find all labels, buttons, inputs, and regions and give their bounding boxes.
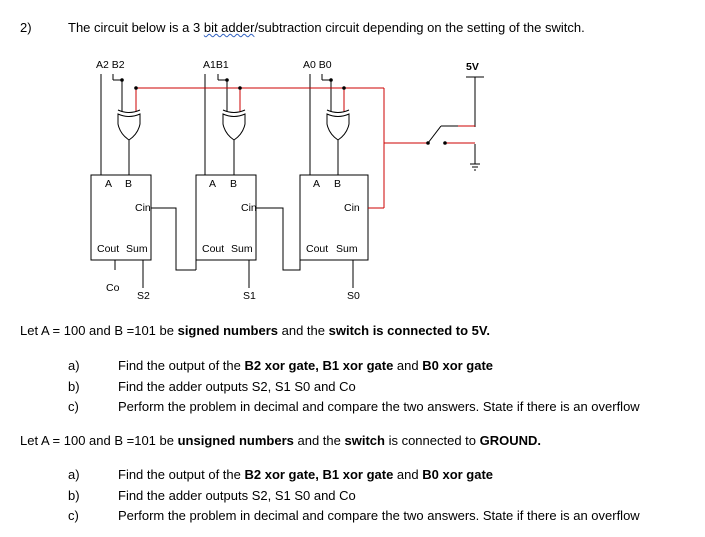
adder0-sum-label: Sum <box>336 243 358 255</box>
adder2-cout-label: Cout <box>97 243 119 255</box>
label-a1-b1: A1B1 <box>203 59 229 71</box>
spellcheck-flagged-text: bit adder <box>203 20 255 35</box>
junction-dots <box>120 78 447 145</box>
supply-5v-label: 5V <box>466 61 479 73</box>
part2-b-text: Find the adder outputs S2, S1 S0 and Co <box>118 488 356 503</box>
adder1-cout-label: Cout <box>202 243 224 255</box>
b2-xor-gate <box>117 109 141 141</box>
part1-statement: Let A = 100 and B =101 be signed numbers… <box>20 323 490 338</box>
adder1-sum-label: Sum <box>231 243 253 255</box>
part1-c-text: Perform the problem in decimal and compa… <box>118 399 640 414</box>
part1-c-label: c) <box>68 399 79 414</box>
b0-xor-gate <box>326 109 350 141</box>
adder2-a-label: A <box>105 178 112 190</box>
part2-a-label: a) <box>68 467 80 482</box>
adder-subtractor-circuit: A2 B2 A1B1 A0 B0 5V <box>90 59 484 302</box>
black-wires <box>90 74 484 288</box>
output-s0-label: S0 <box>347 290 360 302</box>
adder0-b-label: B <box>334 178 341 190</box>
part2-statement: Let A = 100 and B =101 be unsigned numbe… <box>20 433 542 448</box>
part1-a-label: a) <box>68 358 80 373</box>
part2-c-label: c) <box>68 508 79 523</box>
label-a0-b0: A0 B0 <box>303 59 332 71</box>
adder1-b-label: B <box>230 178 237 190</box>
carry-out-label: Co <box>106 282 120 294</box>
part2-c-text: Perform the problem in decimal and compa… <box>118 508 640 523</box>
adder2-b-label: B <box>125 178 132 190</box>
adder2-sum-label: Sum <box>126 243 148 255</box>
adder2-cin-label: Cin <box>135 202 151 214</box>
part2-b-label: b) <box>68 488 80 503</box>
adder0-cout-label: Cout <box>306 243 328 255</box>
red-control-wires <box>135 87 475 209</box>
question-number: 2) <box>20 20 32 35</box>
part1-a-text: Find the output of the B2 xor gate, B1 x… <box>118 358 494 373</box>
adder0-cin-label: Cin <box>344 202 360 214</box>
output-s2-label: S2 <box>137 290 150 302</box>
part1-b-text: Find the adder outputs S2, S1 S0 and Co <box>118 379 356 394</box>
question-intro: The circuit below is a 3 bit adder/subtr… <box>68 20 585 35</box>
adder0-a-label: A <box>313 178 320 190</box>
part1-b-label: b) <box>68 379 80 394</box>
xor-gates <box>117 109 350 141</box>
adder1-a-label: A <box>209 178 216 190</box>
adder1-cin-label: Cin <box>241 202 257 214</box>
output-s1-label: S1 <box>243 290 256 302</box>
b1-xor-gate <box>222 109 246 141</box>
part2-a-text: Find the output of the B2 xor gate, B1 x… <box>118 467 494 482</box>
label-a2-b2: A2 B2 <box>96 59 125 71</box>
